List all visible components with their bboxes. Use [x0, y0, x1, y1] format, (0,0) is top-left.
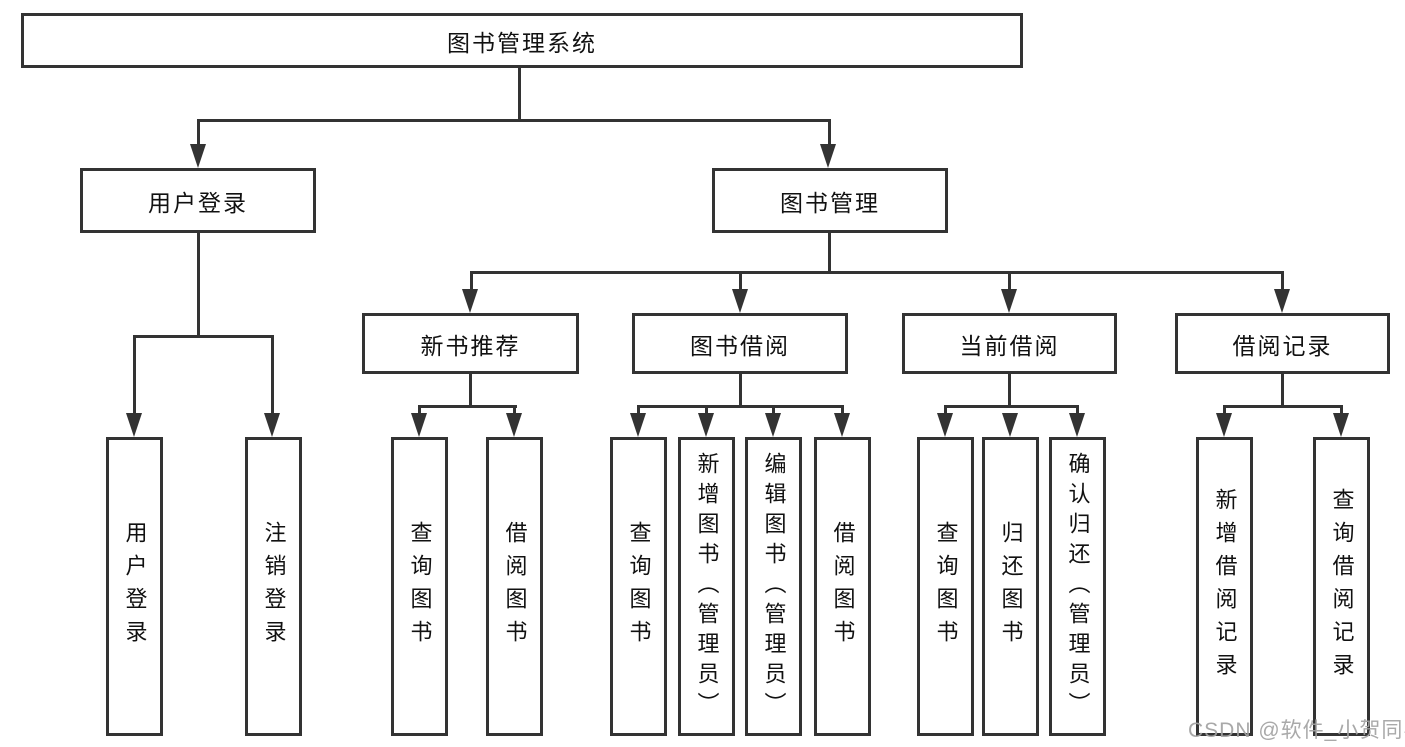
connector-line	[133, 335, 274, 338]
arrowhead-down-icon	[1069, 413, 1085, 437]
connector-line	[133, 335, 136, 417]
connector-line	[944, 405, 947, 417]
connector-line	[772, 405, 775, 417]
connector-line	[1223, 405, 1343, 408]
node-user-login: 用户登录	[80, 168, 316, 233]
arrowhead-down-icon	[834, 413, 850, 437]
connector-line	[828, 233, 831, 274]
leaf-user-login: 用户登录	[106, 437, 163, 736]
leaf-return-book: 归还图书	[982, 437, 1039, 736]
connector-line	[197, 119, 831, 122]
node-root-library-system: 图书管理系统	[21, 13, 1023, 68]
connector-line	[944, 405, 1079, 408]
arrowhead-down-icon	[1001, 289, 1017, 313]
connector-line	[1223, 405, 1226, 417]
leaf-add-book-admin: 新增图书（管理员）	[678, 437, 735, 736]
connector-line	[469, 374, 472, 408]
arrowhead-down-icon	[937, 413, 953, 437]
connector-line	[1076, 405, 1079, 417]
node-book-borrowing: 图书借阅	[632, 313, 848, 374]
leaf-edit-book-admin: 编辑图书（管理员）	[745, 437, 802, 736]
connector-line	[197, 233, 200, 338]
arrowhead-down-icon	[1333, 413, 1349, 437]
arrowhead-down-icon	[506, 413, 522, 437]
connector-line	[637, 405, 640, 417]
leaf-query-books-recommend: 查询图书	[391, 437, 448, 736]
connector-line	[637, 405, 844, 408]
connector-line	[705, 405, 708, 417]
arrowhead-down-icon	[264, 413, 280, 437]
connector-line	[828, 119, 831, 148]
connector-line	[418, 405, 517, 408]
arrowhead-down-icon	[1002, 413, 1018, 437]
connector-line	[1281, 374, 1284, 408]
leaf-query-borrow-record: 查询借阅记录	[1313, 437, 1370, 736]
arrowhead-down-icon	[820, 144, 836, 168]
connector-line	[197, 119, 200, 148]
connector-line	[841, 405, 844, 417]
arrowhead-down-icon	[462, 289, 478, 313]
arrowhead-down-icon	[732, 289, 748, 313]
node-current-borrowing: 当前借阅	[902, 313, 1117, 374]
arrowhead-down-icon	[765, 413, 781, 437]
node-book-management: 图书管理	[712, 168, 948, 233]
leaf-borrow-books-borrowing: 借阅图书	[814, 437, 871, 736]
leaf-query-books-borrowing: 查询图书	[610, 437, 667, 736]
leaf-confirm-return-admin: 确认归还（管理员）	[1049, 437, 1106, 736]
leaf-logout: 注销登录	[245, 437, 302, 736]
csdn-watermark: CSDN @软件_小贺同学	[1188, 719, 1405, 742]
leaf-borrow-books-recommend: 借阅图书	[486, 437, 543, 736]
arrowhead-down-icon	[1274, 289, 1290, 313]
connector-line	[470, 271, 1284, 274]
connector-line	[418, 405, 421, 417]
arrowhead-down-icon	[126, 413, 142, 437]
node-new-book-recommendation: 新书推荐	[362, 313, 579, 374]
arrowhead-down-icon	[411, 413, 427, 437]
leaf-add-borrow-record: 新增借阅记录	[1196, 437, 1253, 736]
connector-line	[470, 271, 473, 293]
arrowhead-down-icon	[190, 144, 206, 168]
arrowhead-down-icon	[630, 413, 646, 437]
connector-line	[1340, 405, 1343, 417]
connector-line	[739, 271, 742, 293]
connector-line	[518, 68, 521, 120]
connector-line	[739, 374, 742, 408]
connector-line	[1281, 271, 1284, 293]
arrowhead-down-icon	[1216, 413, 1232, 437]
connector-line	[1008, 374, 1011, 408]
leaf-query-books-current: 查询图书	[917, 437, 974, 736]
arrowhead-down-icon	[698, 413, 714, 437]
connector-line	[1008, 271, 1011, 293]
connector-line	[271, 335, 274, 417]
node-borrowing-records: 借阅记录	[1175, 313, 1390, 374]
connector-line	[513, 405, 516, 417]
